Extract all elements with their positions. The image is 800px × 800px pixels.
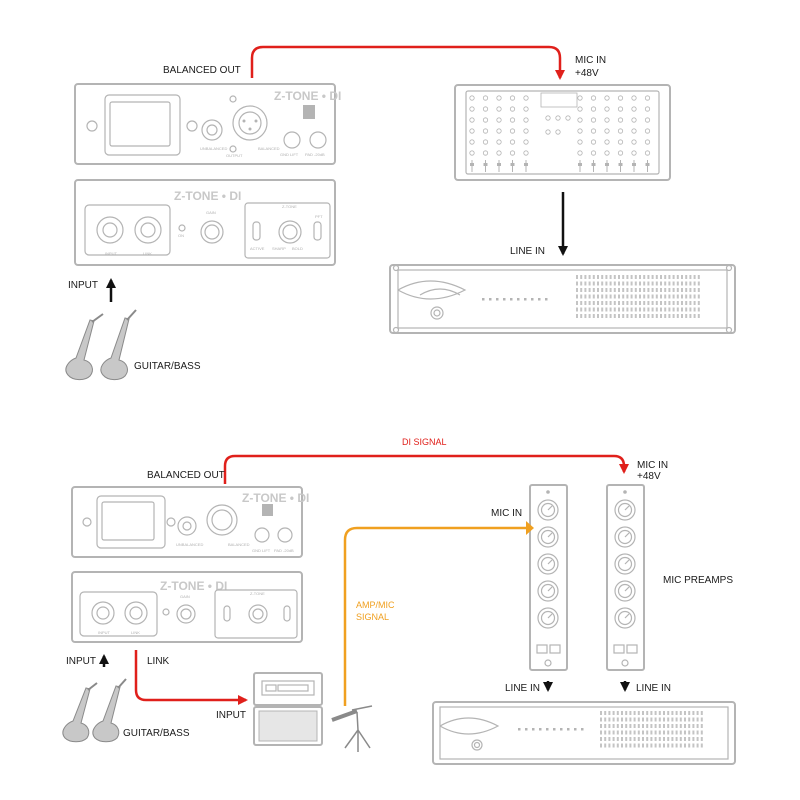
- mic-in-left-label: MIC IN: [491, 508, 522, 519]
- rack-indicator-row-2: [518, 728, 584, 731]
- line-in-left-label: LINE IN: [505, 683, 540, 694]
- svg-text:GND LIFT: GND LIFT: [252, 548, 271, 553]
- mic-in-label-2: MIC IN: [637, 460, 668, 471]
- di-box-back-panel: Z-TONE • DI UNBALANCED OUTPUT BALANCED G…: [74, 83, 341, 165]
- guitar-bass-label-2: GUITAR/BASS: [123, 728, 190, 739]
- mic-preamp-module-1: [529, 484, 568, 671]
- line-in-label: LINE IN: [510, 246, 545, 257]
- svg-text:GAIN: GAIN: [206, 210, 216, 215]
- input-label: INPUT: [68, 280, 98, 291]
- svg-text:UNBALANCED: UNBALANCED: [176, 542, 203, 547]
- device-name-top: Z-TONE • DI: [274, 89, 341, 103]
- link-to-amp-arrow: [134, 650, 248, 705]
- svg-text:Z-TONE: Z-TONE: [250, 591, 265, 596]
- svg-text:SHARP: SHARP: [272, 246, 286, 251]
- mic-preamps-label: MIC PREAMPS: [663, 575, 733, 586]
- svg-text:PFT: PFT: [315, 214, 323, 219]
- rack-vents-2: [600, 711, 703, 748]
- device-name-bottom-front: Z-TONE • DI: [160, 579, 227, 593]
- svg-text:ON: ON: [178, 233, 184, 238]
- svg-text:BOLD: BOLD: [292, 246, 303, 251]
- line-in-right-label: LINE IN: [636, 683, 671, 694]
- rack-interface-bottom: [432, 701, 736, 765]
- microphone-stand-icon: [331, 705, 373, 752]
- svg-text:BALANCED: BALANCED: [258, 146, 280, 151]
- svg-text:INPUT: INPUT: [98, 630, 111, 635]
- svg-text:GAIN: GAIN: [180, 594, 190, 599]
- svg-text:ACTIVE: ACTIVE: [250, 246, 265, 251]
- svg-text:PAD -20dB: PAD -20dB: [305, 152, 325, 157]
- balanced-out-signal-arrow: [250, 45, 565, 80]
- link-label: LINK: [147, 656, 170, 667]
- rack-vents: [576, 275, 700, 318]
- mic-in-label: MIC IN: [575, 55, 606, 66]
- svg-text:GND LIFT: GND LIFT: [280, 152, 299, 157]
- svg-text:BALANCED: BALANCED: [228, 542, 250, 547]
- amp-mic-signal-label: AMP/MIC: [356, 600, 395, 610]
- rack-indicator-row: [482, 298, 548, 301]
- amp-mic-signal-label-2: SIGNAL: [356, 612, 389, 622]
- balanced-out-label-2: BALANCED OUT: [147, 470, 225, 481]
- svg-text:LINK: LINK: [143, 251, 152, 256]
- di-box-back-panel-2: Z-TONE • DI UNBALANCED BALANCED GND LIFT…: [71, 486, 309, 558]
- svg-text:INPUT: INPUT: [105, 251, 118, 256]
- guitar-bass-icon-2: [62, 678, 127, 743]
- device-name-bottom: Z-TONE • DI: [242, 491, 309, 505]
- balanced-out-label: BALANCED OUT: [163, 65, 241, 76]
- phantom-power-label: +48V: [575, 68, 599, 79]
- di-box-front-panel-2: Z-TONE • DI INPUT LINK GAIN Z-TONE: [71, 571, 303, 643]
- di-signal-label: DI SIGNAL: [402, 437, 447, 447]
- guitar-amplifier: [253, 672, 323, 746]
- rack-interface-top: [389, 264, 736, 334]
- svg-text:OUTPUT: OUTPUT: [226, 153, 243, 158]
- svg-text:PAD -20dB: PAD -20dB: [274, 548, 294, 553]
- mixer-channel-strips: [469, 92, 651, 172]
- bottom-diagram: Z-TONE • DI UNBALANCED BALANCED GND LIFT…: [62, 437, 736, 765]
- di-signal-arrow: [223, 454, 629, 484]
- amp-input-label: INPUT: [216, 710, 246, 721]
- device-name-top-front: Z-TONE • DI: [174, 189, 241, 203]
- svg-text:UNBALANCED: UNBALANCED: [200, 146, 227, 151]
- guitar-bass-icon: [65, 309, 137, 381]
- mixing-console: [454, 84, 671, 181]
- amp-mic-signal-line: [343, 526, 526, 706]
- mic-preamp-module-2: [606, 484, 645, 671]
- top-diagram: Z-TONE • DI UNBALANCED OUTPUT BALANCED G…: [65, 45, 736, 381]
- svg-text:LINK: LINK: [131, 630, 140, 635]
- guitar-bass-label: GUITAR/BASS: [134, 361, 201, 372]
- svg-text:Z-TONE: Z-TONE: [282, 204, 297, 209]
- input-label-2: INPUT: [66, 656, 96, 667]
- phantom-power-label-2: +48V: [637, 471, 661, 482]
- di-box-front-panel: Z-TONE • DI INPUT LINK ON GAIN Z-TONE AC…: [74, 179, 336, 266]
